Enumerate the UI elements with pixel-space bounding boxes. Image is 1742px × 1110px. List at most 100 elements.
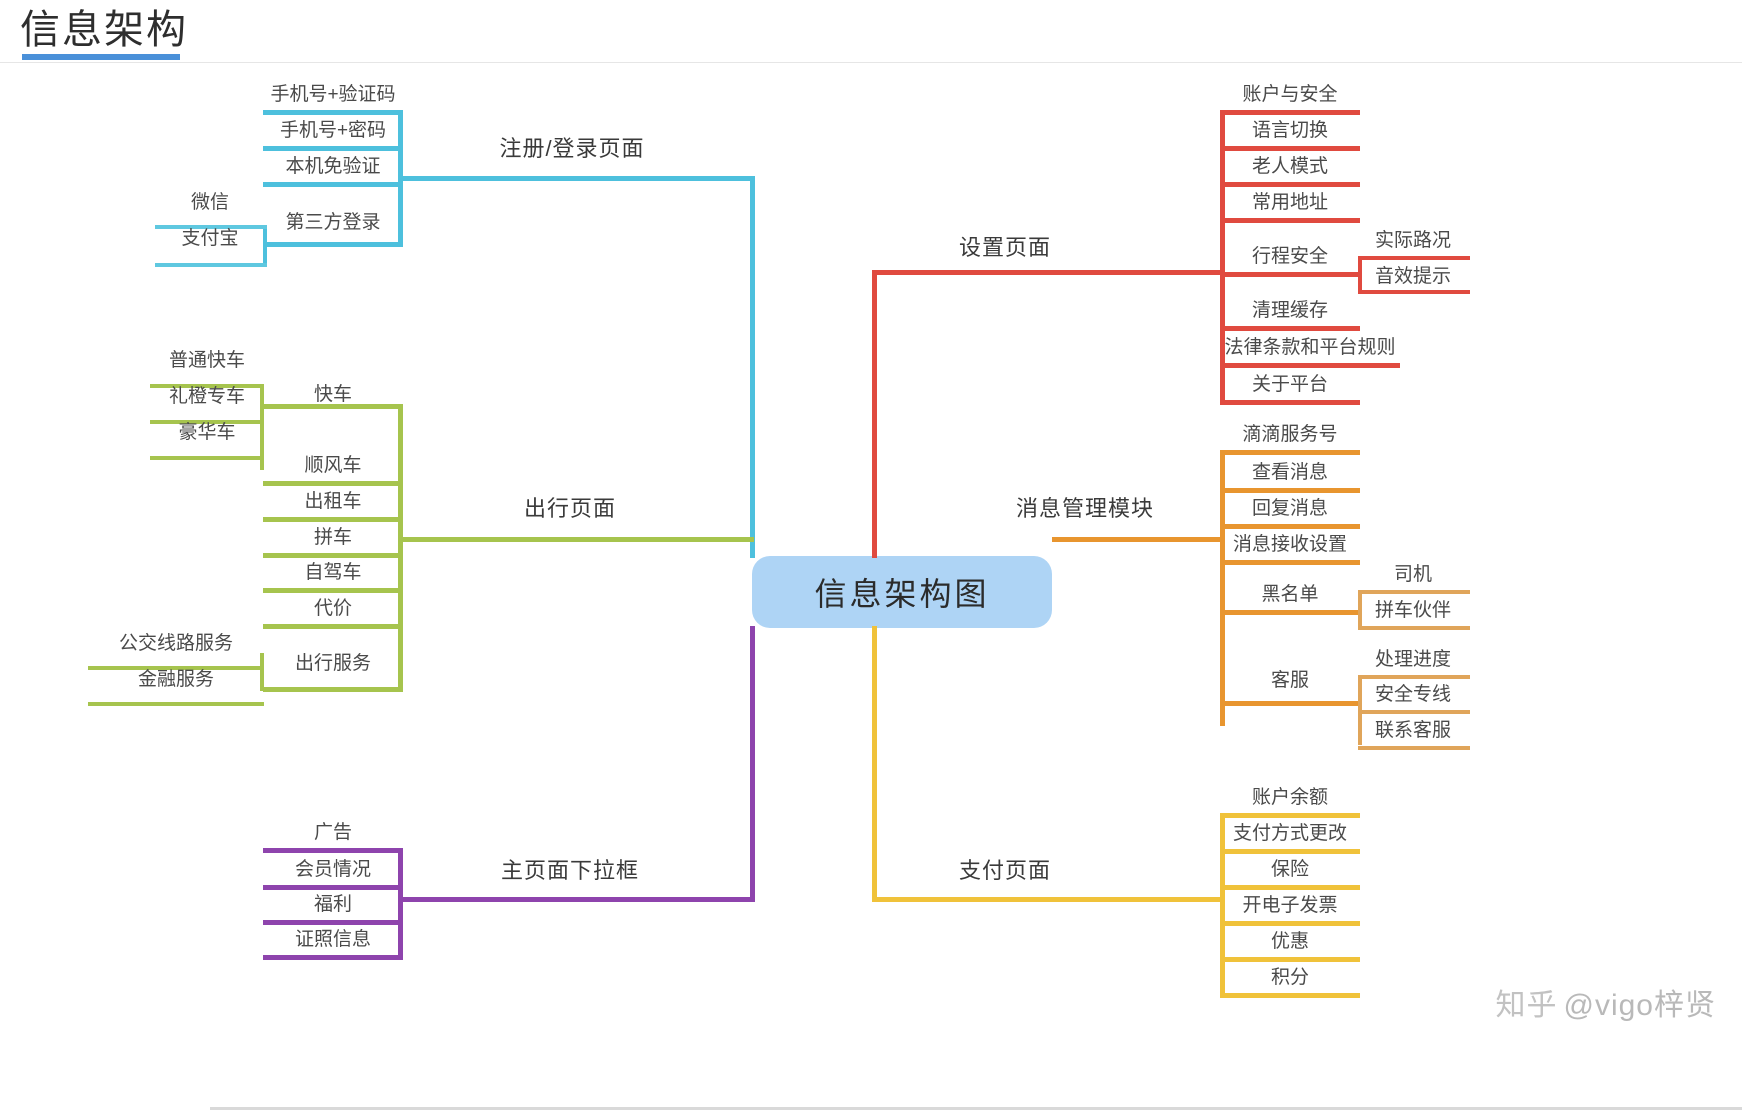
node-express[interactable]: 快车	[313, 384, 352, 405]
node-hitch[interactable]: 顺风车	[304, 455, 362, 476]
node-blacklist[interactable]: 黑名单	[1261, 584, 1319, 605]
underline-wechat	[155, 225, 267, 229]
node-language-switch[interactable]: 语言切换	[1251, 120, 1328, 141]
green-trunk-horizontal	[398, 537, 754, 542]
underline-about-platform	[1220, 400, 1360, 405]
node-discount[interactable]: 优惠	[1270, 931, 1309, 952]
node-welfare[interactable]: 福利	[313, 894, 352, 915]
underline-price	[263, 624, 403, 629]
yellow-trunk-vertical	[872, 626, 877, 902]
node-e-invoice[interactable]: 开电子发票	[1242, 895, 1338, 916]
underline-payment-change	[1220, 849, 1360, 854]
node-account-security[interactable]: 账户与安全	[1242, 84, 1338, 105]
green-subspine-travel-service	[260, 653, 264, 691]
underline-discount	[1220, 957, 1360, 962]
underline-language-switch	[1220, 146, 1360, 151]
node-wechat[interactable]: 微信	[190, 192, 229, 213]
green-child-spine	[398, 404, 403, 687]
underline-premier	[150, 420, 264, 424]
node-clear-cache[interactable]: 清理缓存	[1251, 300, 1328, 321]
node-license-info[interactable]: 证照信息	[294, 929, 371, 950]
center-node[interactable]: 信息架构图	[752, 556, 1052, 628]
node-customer-service[interactable]: 客服	[1270, 670, 1309, 691]
orange-subspine-blacklist	[1358, 590, 1362, 626]
node-phone-code[interactable]: 手机号+验证码	[270, 84, 396, 105]
node-bus-route[interactable]: 公交线路服务	[118, 633, 233, 654]
underline-points	[1220, 993, 1360, 998]
underline-travel-service	[263, 687, 403, 692]
node-about-platform[interactable]: 关于平台	[1251, 374, 1328, 395]
branch-label-settings[interactable]: 设置页面	[958, 235, 1051, 260]
node-progress[interactable]: 处理进度	[1374, 649, 1451, 670]
node-phone-password[interactable]: 手机号+密码	[279, 120, 387, 141]
node-payment-change[interactable]: 支付方式更改	[1232, 823, 1347, 844]
red-trunk-vertical	[872, 270, 877, 558]
node-elder-mode[interactable]: 老人模式	[1251, 156, 1328, 177]
underline-customer-service	[1220, 701, 1360, 706]
underline-hitch	[263, 481, 403, 486]
node-message-settings[interactable]: 消息接收设置	[1232, 534, 1347, 555]
node-alipay[interactable]: 支付宝	[181, 228, 239, 249]
underline-sound-alert	[1358, 290, 1470, 294]
node-travel-service[interactable]: 出行服务	[294, 653, 371, 674]
node-legal-terms[interactable]: 法律条款和平台规则	[1224, 337, 1396, 358]
node-carpool-partner[interactable]: 拼车伙伴	[1374, 600, 1451, 621]
node-trip-safety[interactable]: 行程安全	[1251, 246, 1328, 267]
node-sound-alert[interactable]: 音效提示	[1374, 266, 1451, 287]
node-finance-service[interactable]: 金融服务	[137, 669, 214, 690]
node-carpool[interactable]: 拼车	[313, 527, 352, 548]
node-common-address[interactable]: 常用地址	[1251, 192, 1328, 213]
branch-label-travel[interactable]: 出行页面	[523, 496, 616, 521]
node-didi-service-no[interactable]: 滴滴服务号	[1242, 424, 1338, 445]
node-taxi[interactable]: 出租车	[304, 491, 362, 512]
node-ad[interactable]: 广告	[313, 822, 352, 843]
page-title: 信息架构	[20, 8, 188, 52]
underline-taxi	[263, 517, 403, 522]
underline-finance-service	[88, 702, 264, 706]
title-underline	[22, 54, 180, 60]
node-no-verify[interactable]: 本机免验证	[285, 156, 381, 177]
node-premier[interactable]: 礼橙专车	[168, 386, 245, 407]
node-driver[interactable]: 司机	[1393, 564, 1432, 585]
cyan-trunk-horizontal	[398, 176, 754, 181]
node-contact-cs[interactable]: 联系客服	[1374, 720, 1451, 741]
underline-third-party	[263, 242, 403, 247]
purple-trunk-vertical	[750, 626, 755, 902]
branch-label-home-dropdown[interactable]: 主页面下拉框	[500, 858, 639, 883]
red-child-spine	[1220, 110, 1225, 400]
node-points[interactable]: 积分	[1270, 967, 1309, 988]
node-price[interactable]: 代价	[313, 598, 352, 619]
node-reply-message[interactable]: 回复消息	[1251, 498, 1328, 519]
underline-message-settings	[1220, 560, 1360, 565]
cyan-subspine-third-party	[263, 225, 267, 267]
node-luxury[interactable]: 豪华车	[178, 422, 236, 443]
underline-common-address	[1220, 218, 1360, 223]
underline-e-invoice	[1220, 921, 1360, 926]
node-third-party[interactable]: 第三方登录	[285, 212, 381, 233]
underline-luxury	[150, 456, 264, 460]
underline-reply-message	[1220, 524, 1360, 529]
underline-account-security	[1220, 110, 1360, 115]
node-safety-line[interactable]: 安全专线	[1374, 684, 1451, 705]
underline-progress	[1358, 675, 1470, 679]
underline-clear-cache	[1220, 326, 1360, 331]
node-self-drive[interactable]: 自驾车	[304, 562, 362, 583]
node-account-balance[interactable]: 账户余额	[1251, 787, 1328, 808]
watermark: 知乎 @vigo梓贤	[1496, 980, 1717, 1024]
red-subspine-trip-safety	[1358, 256, 1362, 290]
underline-safety-line	[1358, 710, 1470, 714]
node-normal-express[interactable]: 普通快车	[168, 350, 245, 371]
underline-license-info	[263, 955, 403, 960]
branch-label-message[interactable]: 消息管理模块	[1015, 496, 1154, 521]
orange-trunk-horizontal	[1052, 537, 1222, 542]
node-real-traffic[interactable]: 实际路况	[1374, 230, 1451, 251]
underline-welfare	[263, 920, 403, 925]
branch-label-payment[interactable]: 支付页面	[958, 858, 1051, 883]
node-insurance[interactable]: 保险	[1270, 859, 1309, 880]
underline-bus-route	[88, 666, 264, 670]
branch-label-register-login[interactable]: 注册/登录页面	[499, 136, 645, 161]
node-view-message[interactable]: 查看消息	[1251, 462, 1328, 483]
purple-child-spine	[398, 848, 403, 958]
node-membership[interactable]: 会员情况	[294, 859, 371, 880]
